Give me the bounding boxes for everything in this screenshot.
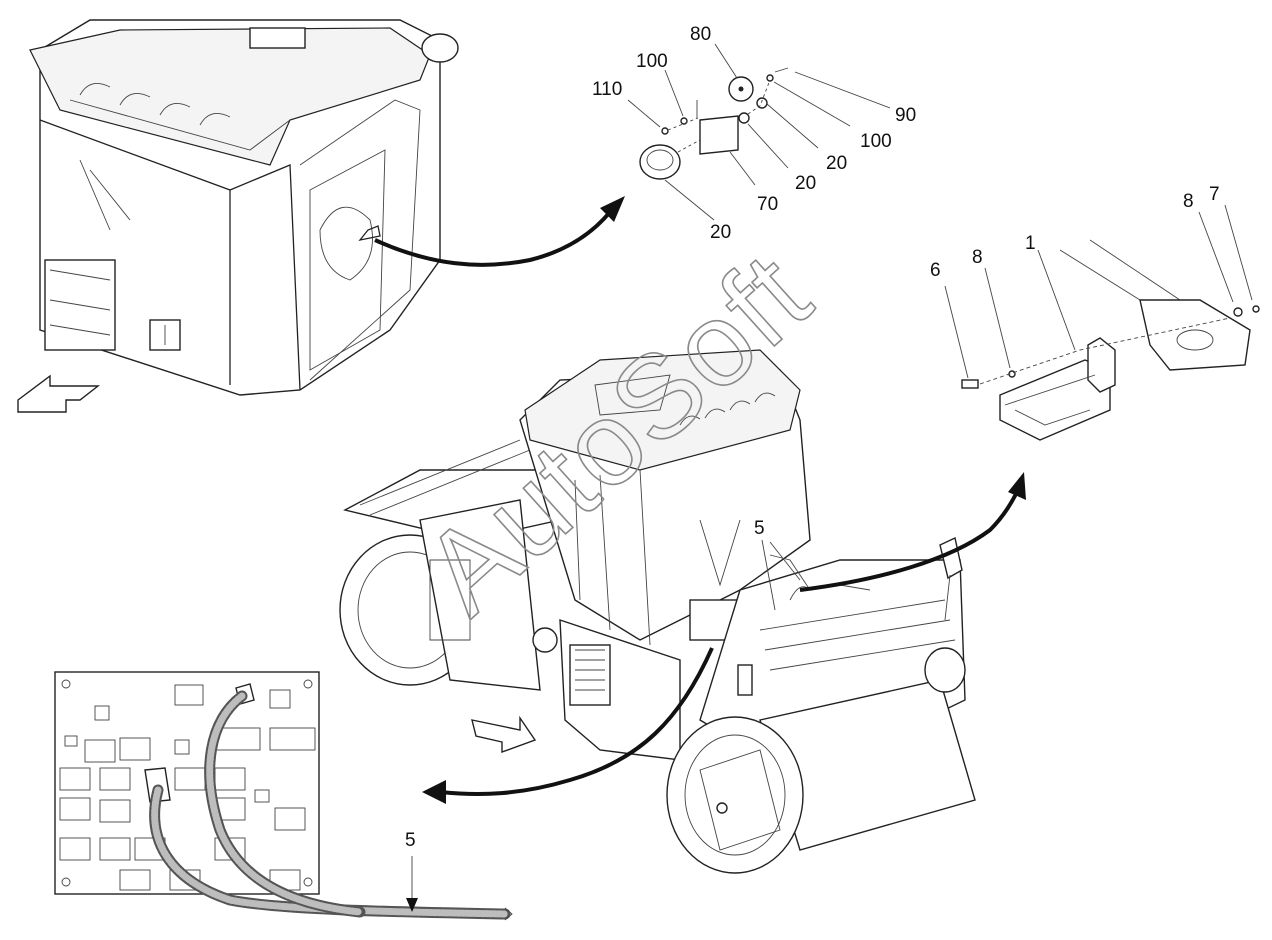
direction-arrow-center — [471, 715, 537, 753]
leader-lines-cable — [406, 539, 801, 912]
callout-100-right: 100 — [860, 131, 892, 152]
cable-harness — [149, 690, 513, 921]
callout-6: 6 — [930, 260, 941, 281]
direction-arrow-top — [17, 374, 101, 413]
curved-arrow-to-panel — [422, 647, 714, 804]
curved-arrow-to-bracket — [799, 472, 1026, 592]
callout-90: 90 — [895, 105, 916, 126]
callout-80: 80 — [690, 24, 711, 45]
lamp-assembly-exploded — [639, 67, 789, 180]
callout-7: 7 — [1209, 184, 1220, 205]
leader-lines-lamp — [627, 43, 891, 221]
callout-8-top: 8 — [1183, 191, 1194, 212]
callout-20-bottom: 20 — [710, 222, 731, 243]
curved-arrow-cab-to-parts — [374, 196, 625, 267]
callout-20-middle: 20 — [795, 173, 816, 194]
cab-detail-view — [29, 19, 459, 396]
callout-110: 110 — [592, 79, 622, 100]
callout-70: 70 — [757, 194, 778, 215]
callout-8-left: 8 — [972, 247, 983, 268]
callout-100-left: 100 — [636, 51, 668, 72]
callout-5-machine: 5 — [754, 518, 765, 539]
callout-20-right: 20 — [826, 153, 847, 174]
bracket-assembly — [961, 239, 1260, 441]
callout-labels: 80 100 110 90 100 20 20 70 20 8 7 6 8 1 … — [405, 24, 1220, 851]
connector-panel — [54, 671, 320, 895]
leader-lines-bracket — [944, 204, 1253, 379]
callout-5-cable: 5 — [405, 830, 416, 851]
roller-machine — [339, 349, 976, 874]
callout-1: 1 — [1025, 233, 1036, 254]
